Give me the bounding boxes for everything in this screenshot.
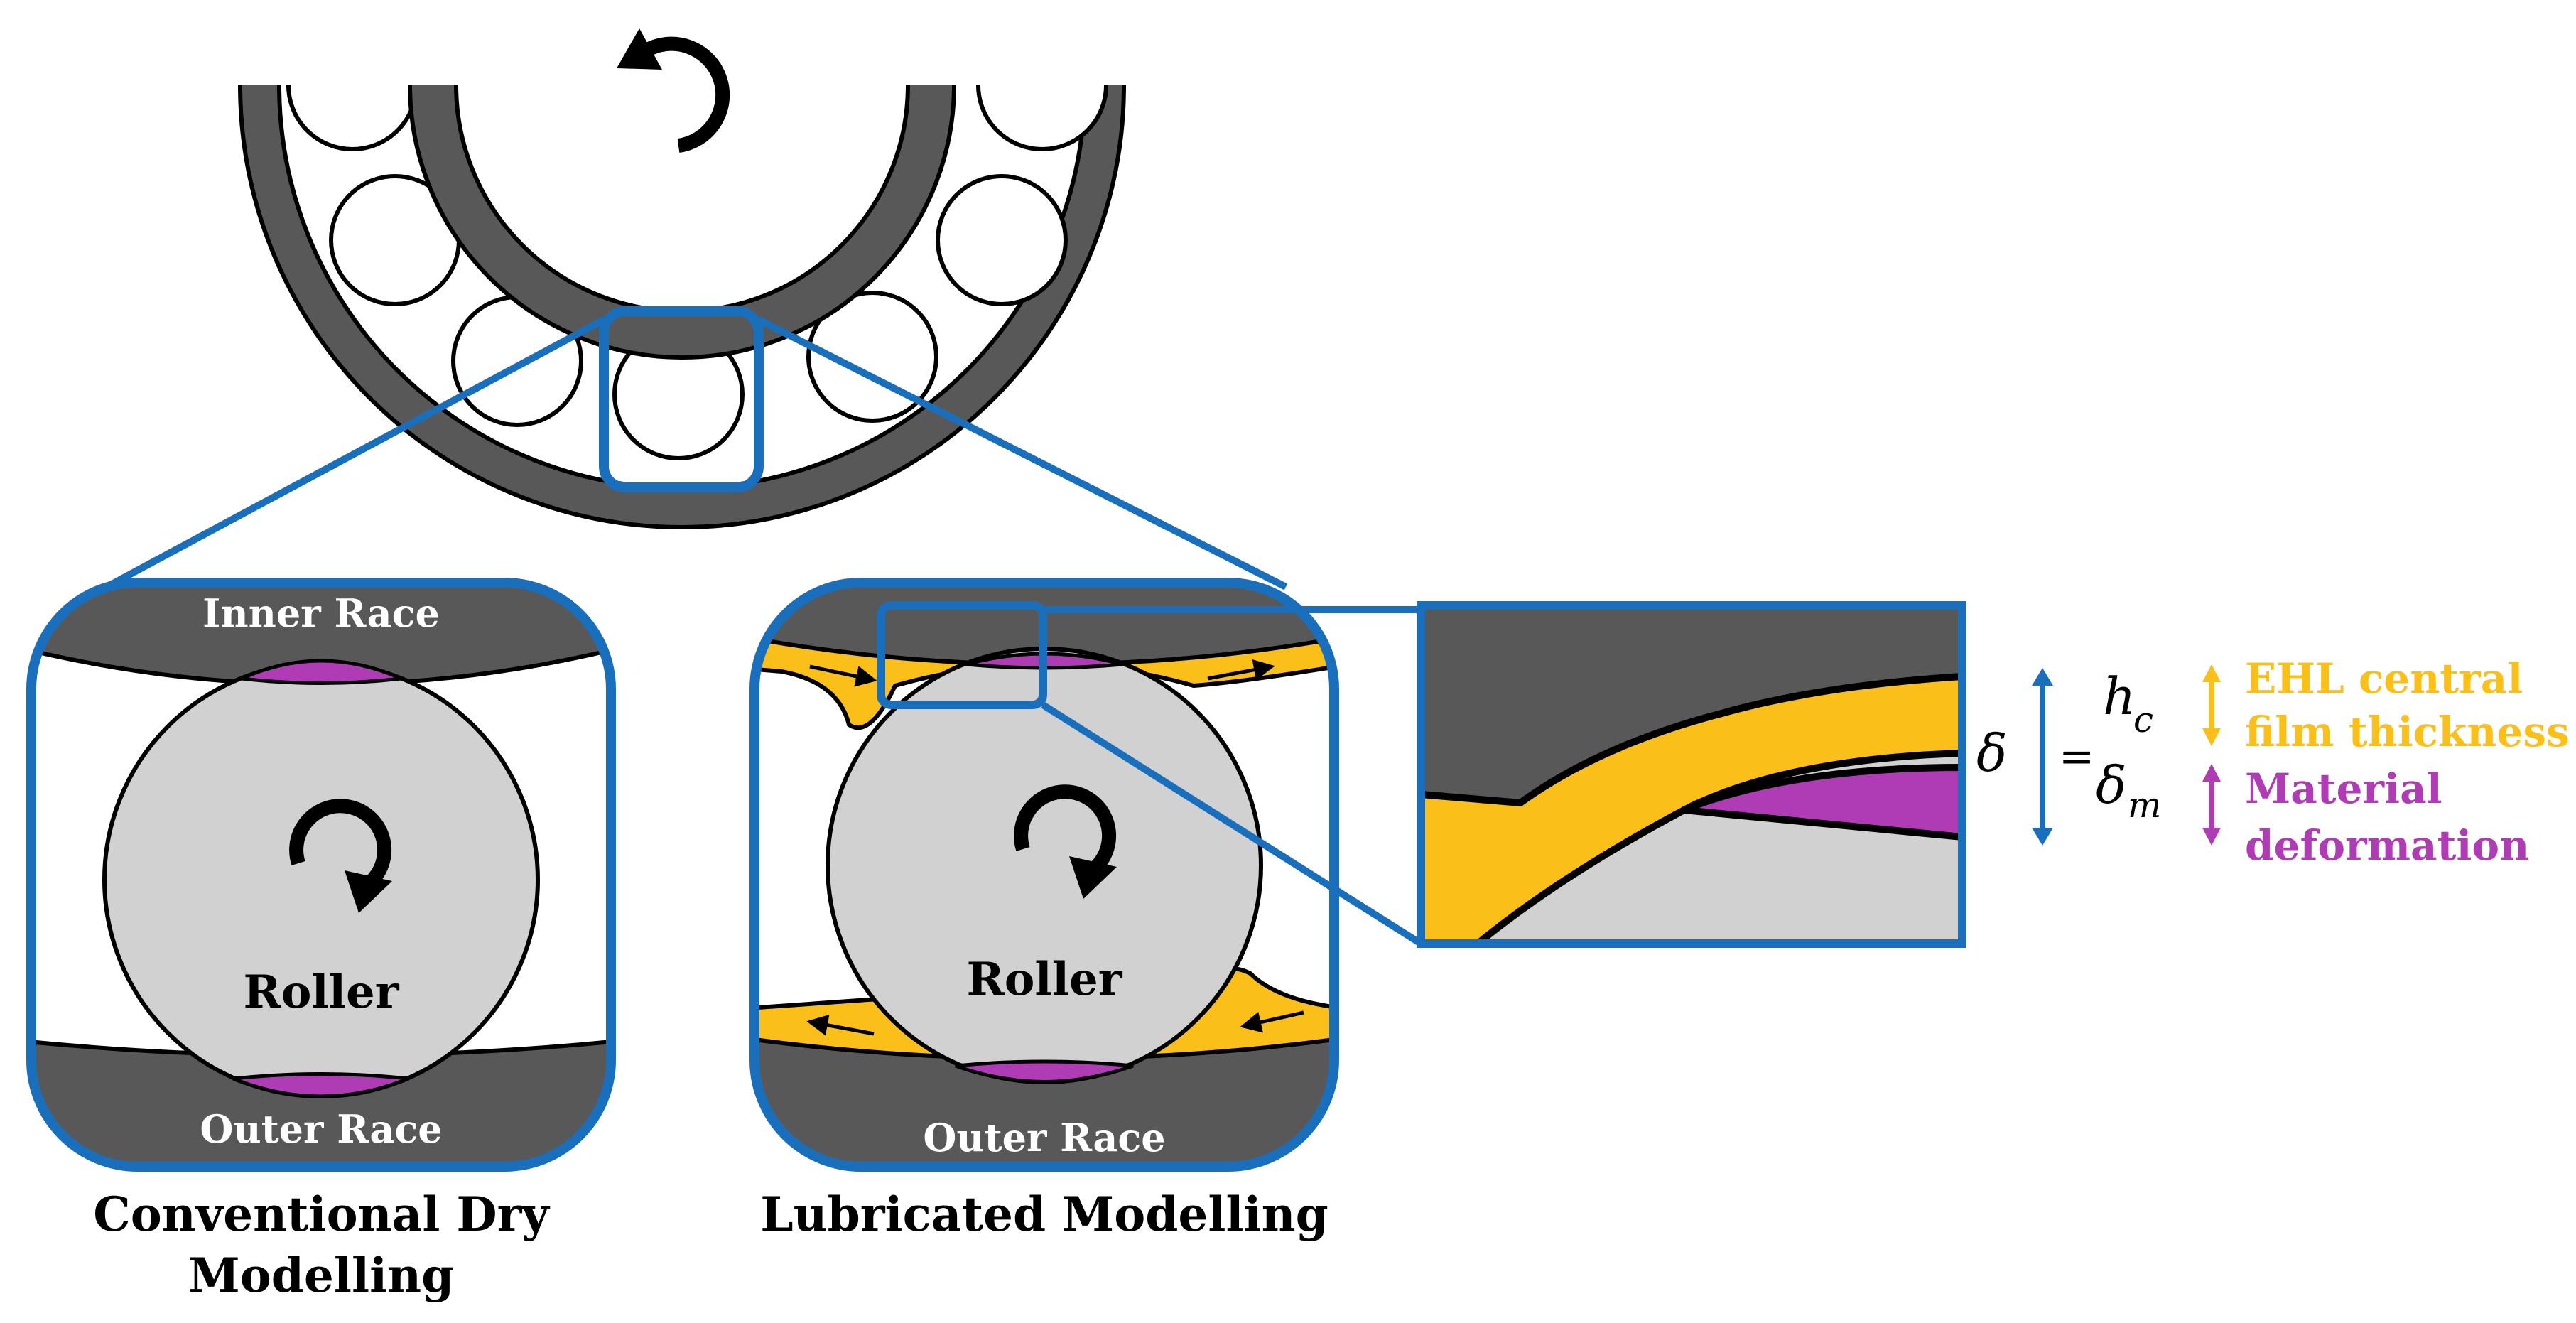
dry-panel-frame — [26, 578, 616, 1172]
legend-material-line1: Material — [2245, 765, 2442, 813]
material-deformation-bottom — [955, 1059, 1134, 1084]
delta-symbol: δ — [1976, 723, 2007, 783]
double-arrow-icon-head — [2202, 664, 2221, 682]
flow-arrow-icon — [1240, 1010, 1304, 1033]
double-arrow-icon-head — [2202, 828, 2221, 846]
roller-outline — [286, 85, 418, 151]
double-arrow-icon-head — [2202, 764, 2221, 782]
roller-label: Roller — [244, 966, 400, 1019]
roller-outline — [936, 174, 1068, 306]
legend: EHL central film thickness Material defo… — [2202, 654, 2570, 870]
rotation-arrow-icon-head — [1069, 856, 1117, 899]
equals-sign: = — [2059, 732, 2094, 782]
contact-zoom-box — [877, 601, 1047, 709]
roller-circle — [102, 661, 540, 1098]
roller-outline — [976, 85, 1108, 151]
zoom-line-right — [757, 316, 1288, 590]
dry-caption-line1: Conventional Dry — [93, 1187, 550, 1242]
rotation-arrow-icon — [1014, 784, 1117, 880]
double-arrow-icon-head — [2032, 828, 2053, 846]
bearing-overview — [238, 85, 1126, 529]
outer-race-label: Outer Race — [923, 1115, 1165, 1160]
rotation-arrow-icon-head — [617, 28, 662, 70]
roller-label: Roller — [967, 953, 1123, 1006]
flow-arrow-icon — [806, 1015, 875, 1036]
flow-arrow-icon — [809, 664, 877, 687]
film-thickness-equation: δ = h c δ m — [1976, 666, 2161, 846]
double-arrow-icon-head — [2202, 728, 2221, 746]
material-deformation-top — [234, 659, 408, 685]
material-deformation-zoom — [1682, 763, 1962, 841]
outer-race-label: Outer Race — [200, 1106, 442, 1152]
double-arrow-icon-head — [2032, 668, 2053, 686]
inner-race-label: Inner Race — [202, 590, 440, 636]
lubricated-modelling-panel: Roller Outer Race — [749, 578, 1423, 1172]
legend-ehl-line2: film thickness — [2245, 708, 2570, 756]
rotation-arrow-icon — [641, 36, 730, 153]
material-deformation-bottom — [232, 1072, 409, 1098]
lubricated-panel-frame — [749, 578, 1339, 1172]
contact-detail-view — [1417, 601, 1966, 948]
dry-modelling-panel: Inner Race Outer Race Roller — [26, 578, 616, 1172]
roller-outline — [806, 291, 938, 423]
legend-material-line2: deformation — [2245, 821, 2529, 870]
zoom-highlight-box — [599, 306, 764, 492]
rotation-arrow-icon-head — [345, 870, 392, 913]
contact-detail-frame — [1417, 601, 1966, 948]
rotation-arrow-icon — [289, 799, 392, 895]
dry-caption-line2: Modelling — [188, 1248, 455, 1303]
h-subscript: c — [2133, 699, 2153, 740]
contact-zoom-line-bottom — [1041, 701, 1423, 947]
delta-m-symbol: δ — [2096, 755, 2126, 815]
delta-m-subscript: m — [2128, 784, 2161, 826]
roller-circle — [826, 647, 1263, 1084]
flow-arrow-icon — [1207, 659, 1275, 681]
lubricated-caption: Lubricated Modelling — [760, 1187, 1328, 1242]
legend-ehl-line1: EHL central — [2245, 654, 2523, 703]
h-symbol: h — [2103, 666, 2136, 726]
zoom-line-left — [104, 316, 606, 590]
